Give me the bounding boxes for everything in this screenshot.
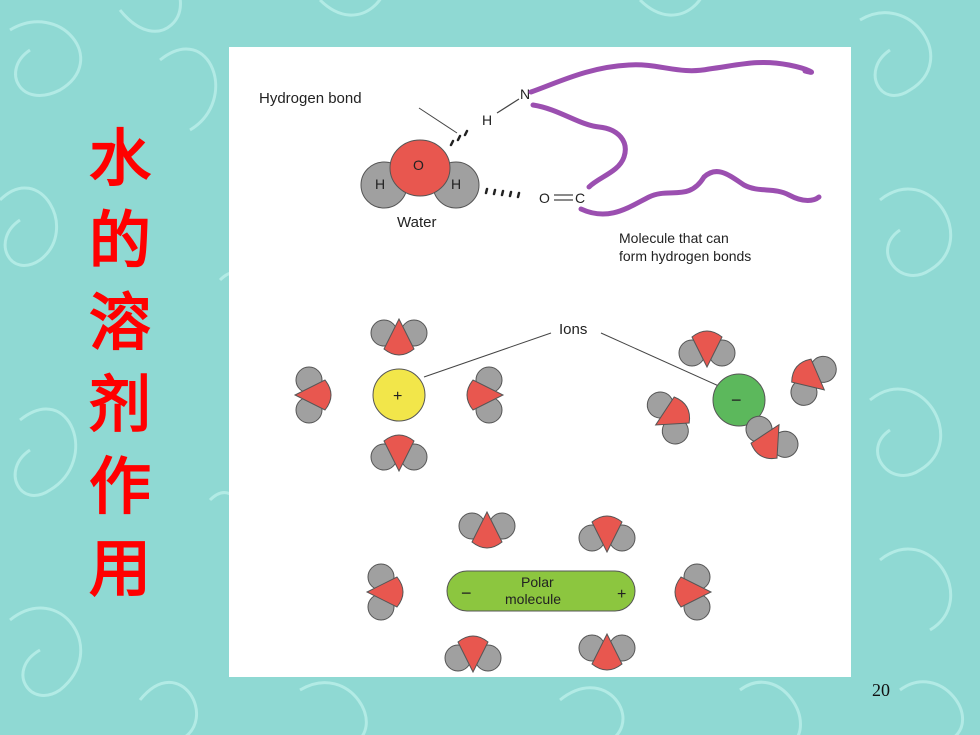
title-char-1: 水: [88, 122, 151, 195]
oxygen-atom: O: [539, 190, 550, 206]
polar-negative-end: −: [461, 583, 472, 603]
title-char-5: 作: [88, 450, 151, 523]
macromolecule-chain-lower: [578, 169, 822, 217]
polar-molecule-section: Polar molecule − +: [366, 511, 712, 673]
page-number: 20: [872, 680, 890, 700]
anion-charge: −: [731, 390, 742, 410]
hydrogen-atom: H: [482, 112, 492, 128]
slide-title: 水 的 溶 剂 作 用: [72, 118, 168, 610]
title-char-3: 溶: [88, 286, 151, 359]
polar-label-line-2: molecule: [505, 591, 561, 607]
hydrogen-bond-dots-upper: [449, 129, 469, 147]
water-label: Water: [397, 214, 436, 231]
ions-section: Ions + −: [294, 318, 843, 472]
cation-charge: +: [393, 388, 402, 405]
polar-positive-end: +: [617, 586, 626, 603]
hydrogen-bond-label: Hydrogen bond: [259, 90, 362, 107]
hydrogen-bond-dots-lower: [484, 187, 521, 199]
ions-leader-left: [423, 332, 552, 378]
anion: [712, 373, 766, 427]
polar-label-line-1: Polar: [521, 574, 554, 590]
title-char-4: 剂: [88, 368, 151, 441]
macromolecule-chain-upper: [528, 59, 814, 190]
title-char-6: 用: [88, 532, 151, 605]
water-hydrogen-left: H: [375, 176, 385, 192]
ions-label: Ions: [559, 321, 587, 338]
ions-leader-right: [600, 332, 722, 388]
solvent-diagram: Hydrogen bond O H H Water: [259, 59, 843, 673]
nitrogen-atom: N: [520, 86, 530, 102]
figure-panel: Hydrogen bond O H H Water: [229, 47, 851, 677]
molecule-label-line-2: form hydrogen bonds: [619, 248, 751, 264]
water-oxygen-atom: O: [413, 157, 424, 173]
title-char-2: 的: [88, 204, 151, 277]
hydrogen-bond-leader: [418, 107, 458, 134]
water-hydrogen-right: H: [451, 176, 461, 192]
polar-molecule: [446, 570, 636, 612]
cation-cluster: +: [294, 318, 504, 472]
molecule-label-line-1: Molecule that can: [619, 230, 729, 246]
anion-cluster: −: [641, 330, 843, 471]
hydrogen-bond-section: Hydrogen bond O H H Water: [259, 59, 822, 264]
cation: [372, 368, 426, 422]
water-molecule: O H H: [360, 139, 480, 209]
carbon-atom: C: [575, 190, 585, 206]
